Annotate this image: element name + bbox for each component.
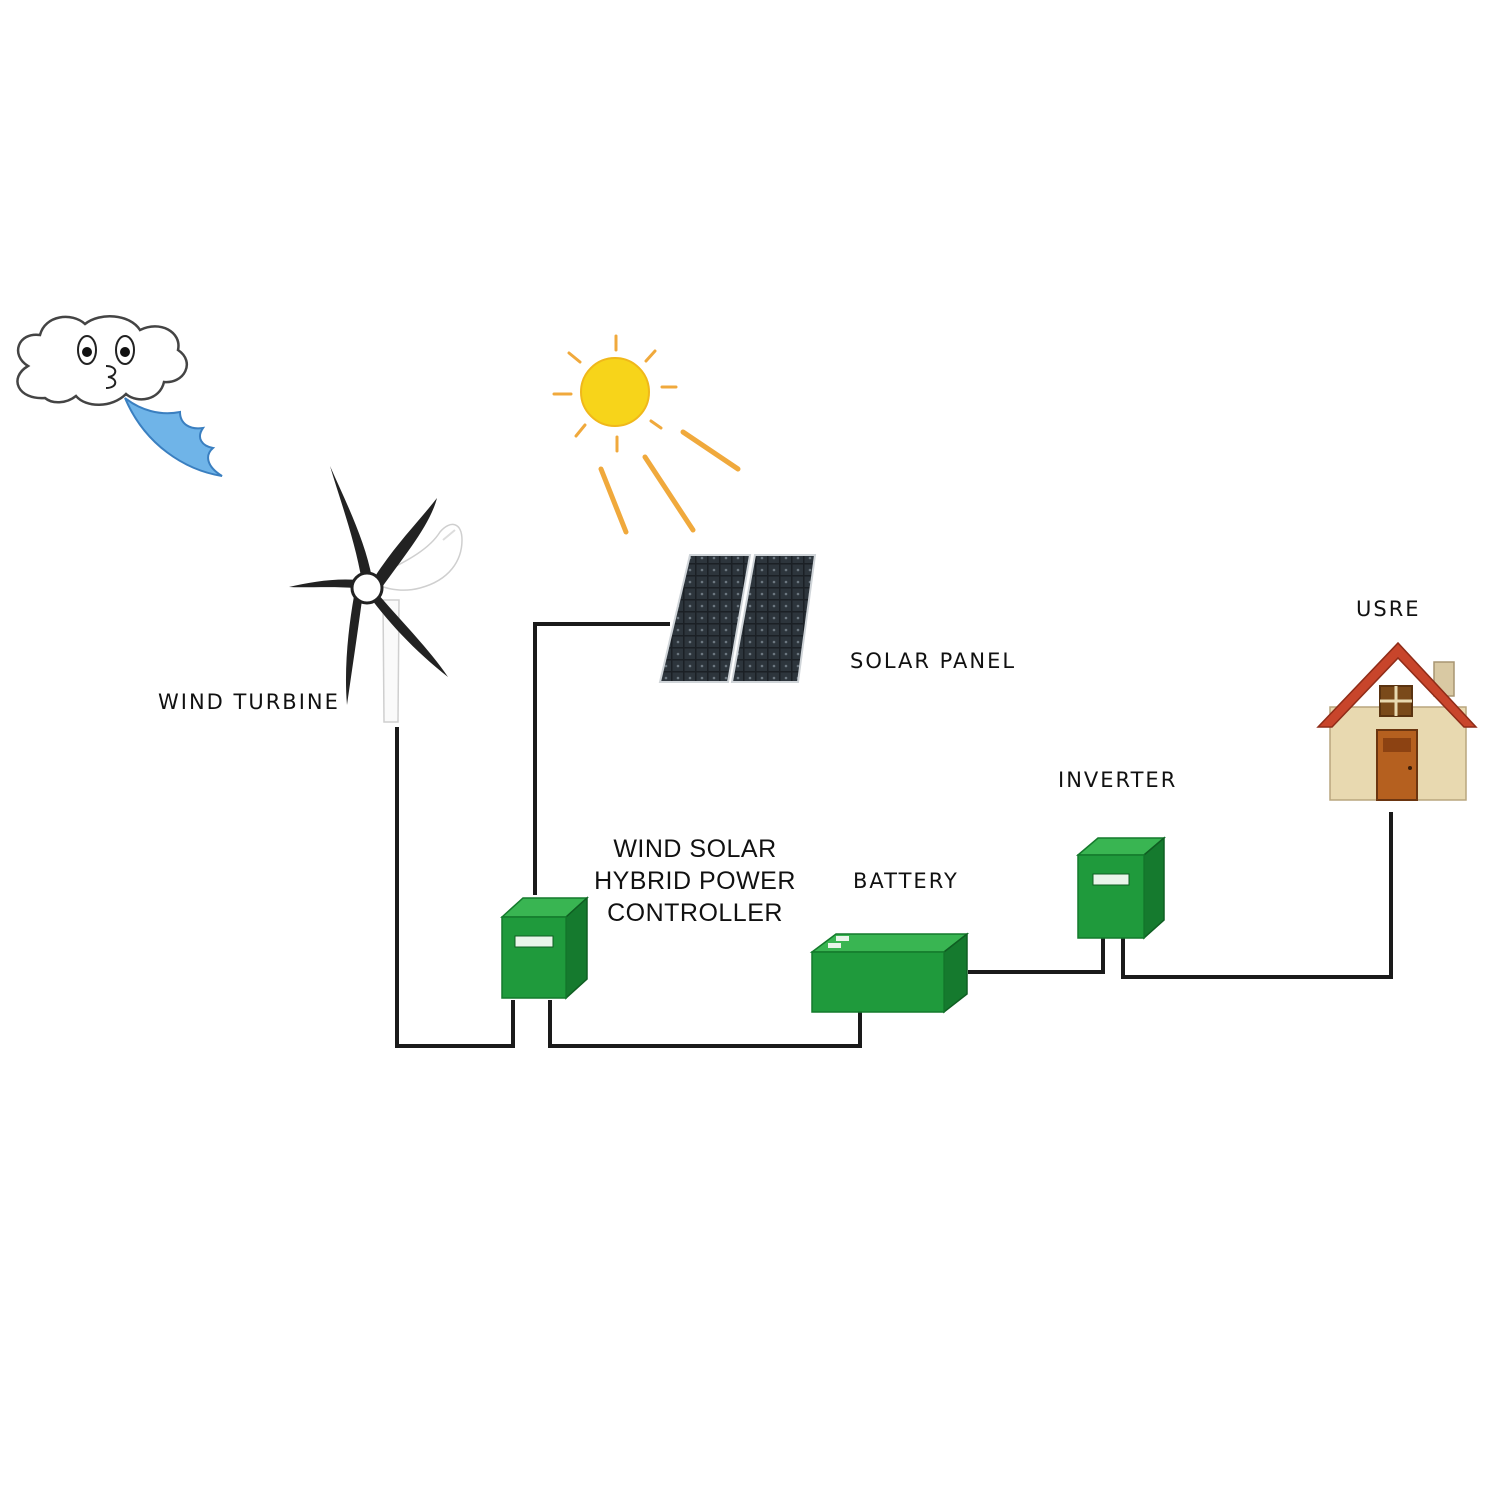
controller-display [514,935,554,948]
wind-turbine-label: WIND TURBINE [158,690,340,714]
battery-icon [809,932,970,1014]
sun-icon [552,334,741,535]
sun-disc [580,357,650,427]
controller-label-line-2: HYBRID POWER [594,867,796,895]
battery-label: BATTERY [853,869,959,893]
wire-turbine-to-controller [395,727,515,1048]
house-icon [1316,641,1478,801]
battery-terminal-2 [836,936,849,941]
wire-battery-to-inverter [968,938,1105,974]
turbine-tail [377,523,463,591]
user-label: USRE [1356,597,1421,621]
solar-panel-left [658,554,752,683]
cloud-face-icon [16,315,223,477]
controller-box-icon [500,896,589,1000]
sun-rays-long [598,429,741,535]
inverter-display [1092,873,1130,886]
solar-panel-right [730,554,817,683]
turbine-hub [350,571,384,605]
wire-panel-to-controller [533,622,670,895]
wire-inverter-to-house [1121,812,1393,979]
controller-label-line-3: CONTROLLER [607,899,783,927]
wiring [395,622,1393,1048]
cloud-mouth [105,365,117,389]
turbine-blades [289,466,448,705]
inverter-box-icon [1075,836,1167,940]
battery-terminal-1 [828,943,841,948]
solar-panel-icon [658,554,817,683]
wire-controller-to-battery [548,1000,862,1048]
controller-label-line-1: WIND SOLAR [613,835,777,863]
inverter-label: INVERTER [1058,768,1178,792]
wind-turbine-icon [289,466,463,723]
solar-panel-label: SOLAR PANEL [850,649,1017,673]
wind-swoosh [124,397,223,477]
turbine-tower [382,599,400,723]
controller-label: WIND SOLAR HYBRID POWER CONTROLLER [590,833,800,929]
house-roof [1316,641,1478,728]
cloud-body [16,315,189,406]
